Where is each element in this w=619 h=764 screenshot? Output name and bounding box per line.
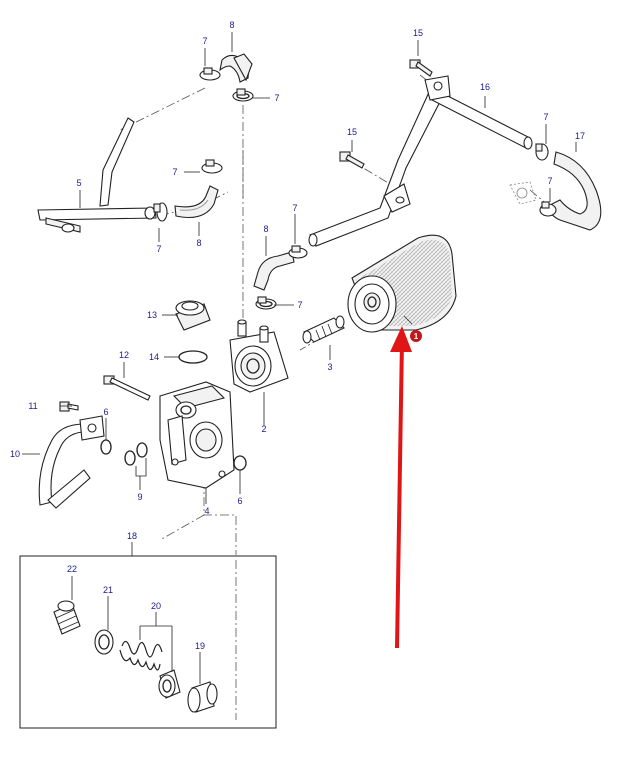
callout-5: 5: [76, 178, 81, 188]
callout-labels: 8 7 7 5 7 7 8 15 16 15 7 17 7 7 8 7 13 1…: [10, 20, 585, 651]
hose-clamp-7g: [535, 143, 549, 161]
hose-clamp-7d: [153, 202, 168, 222]
callout-13: 13: [147, 310, 157, 320]
callout-19: 19: [195, 641, 205, 651]
callout-15-lower: 15: [347, 127, 357, 137]
kit-box-18: [19, 555, 277, 729]
callout-21: 21: [103, 585, 113, 595]
hose-8-cooler: [253, 251, 295, 291]
bolt-15-lower: [339, 151, 365, 169]
callout-9: 9: [137, 492, 142, 502]
hose-clamp-7f: [255, 296, 277, 310]
valve-19: [187, 681, 218, 713]
coolant-pipe-5: [37, 117, 157, 233]
callout-20: 20: [151, 601, 161, 611]
callout-7-left: 7: [156, 244, 161, 254]
bolt-11: [59, 401, 79, 412]
o-rings-9: [124, 442, 148, 466]
threaded-nipple-3: [302, 315, 345, 344]
callout-8-top: 8: [229, 20, 234, 30]
spring-20: [119, 640, 163, 671]
callout-8-mid: 8: [196, 238, 201, 248]
washer-21: [94, 629, 114, 655]
callout-17: 17: [575, 131, 585, 141]
callout-14: 14: [149, 352, 159, 362]
callout-6-right: 6: [237, 496, 242, 506]
filter-housing-4: [159, 381, 235, 489]
callout-7-right-top: 7: [543, 112, 548, 122]
piston-20: [158, 669, 181, 699]
pipe-10: [38, 415, 105, 509]
callout-1: 1: [414, 332, 419, 341]
o-ring-14: [178, 350, 208, 364]
highlight-badge: 1: [410, 330, 422, 342]
callout-8-cooler: 8: [263, 224, 268, 234]
assembly-centerlines: [119, 74, 549, 720]
oil-filter-1: [347, 234, 457, 333]
fitting-sketch: [509, 181, 537, 205]
callout-7-right-bottom: 7: [547, 176, 552, 186]
hose-17: [547, 151, 602, 231]
hose-clamp-7e: [288, 245, 308, 259]
hose-clamp-7c: [201, 159, 223, 174]
highlight-arrow: [390, 326, 412, 649]
hose-clamp-7h: [539, 201, 557, 217]
callout-16: 16: [480, 82, 490, 92]
hose-clamp-7a: [199, 67, 221, 81]
callout-6-left: 6: [103, 407, 108, 417]
o-ring-6-right: [233, 455, 247, 471]
callout-3: 3: [327, 362, 332, 372]
callout-7-top: 7: [202, 36, 207, 46]
callout-12: 12: [119, 350, 129, 360]
callout-7-hose: 7: [292, 203, 297, 213]
hose-8-top: [219, 53, 253, 83]
callout-18: 18: [127, 531, 137, 541]
callout-10: 10: [10, 449, 20, 459]
bolt-15-upper: [409, 59, 433, 77]
oil-cooler-2: [229, 319, 289, 393]
callout-15-upper: 15: [413, 28, 423, 38]
callout-2: 2: [261, 424, 266, 434]
pipe-16: [308, 75, 533, 247]
hose-clamp-7b: [232, 88, 254, 102]
callout-22: 22: [67, 564, 77, 574]
callout-4: 4: [204, 506, 209, 516]
callout-7-cooler: 7: [297, 300, 302, 310]
bolt-12: [103, 375, 151, 401]
filler-cap-13: [175, 300, 211, 331]
leader-lines: [22, 32, 577, 684]
hose-8-mid: [174, 185, 219, 219]
o-ring-6-left: [100, 439, 112, 455]
plug-22: [53, 600, 81, 635]
callout-7-top-right: 7: [274, 93, 279, 103]
callout-11: 11: [28, 401, 37, 411]
callout-7-mid: 7: [172, 167, 177, 177]
